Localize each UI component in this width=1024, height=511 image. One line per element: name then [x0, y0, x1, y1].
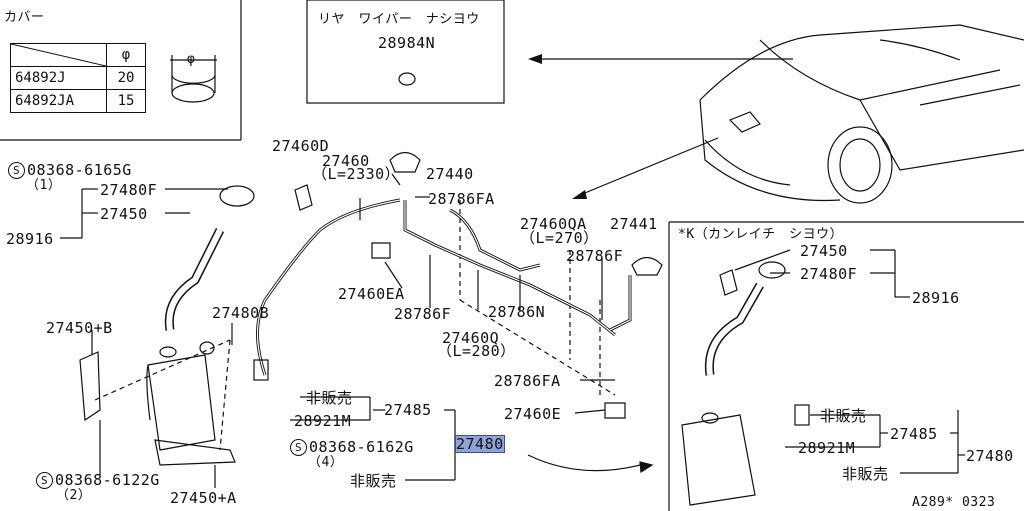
part-28921m: 28921M — [294, 412, 352, 430]
k-part-27480: 27480 — [966, 447, 1014, 465]
k-label-not-for-sale-lower: 非販売 — [842, 465, 889, 483]
part-28916: 28916 — [6, 230, 54, 248]
cover-row-part: 64892J — [10, 66, 107, 90]
cover-table: φ 64892J 20 64892JA 15 — [10, 43, 146, 113]
part-27460ea: 27460EA — [338, 285, 405, 303]
part-27460: 27460 — [322, 152, 370, 170]
part-27450: 27450 — [100, 205, 148, 223]
cover-row-phi: 20 — [106, 66, 146, 90]
part-27460qa: 27460QA — [520, 215, 587, 233]
part-27480-highlighted[interactable]: 27480 — [455, 435, 505, 453]
page-reference: A289* 0323 — [912, 495, 996, 510]
screw-qty-6122g: （2） — [56, 488, 92, 503]
part-27480f: 27480F — [100, 181, 158, 199]
k-part-27485: 27485 — [890, 425, 938, 443]
cover-title: カバー — [4, 10, 45, 25]
part-27460e: 27460E — [504, 405, 562, 423]
cover-phi-header: φ — [106, 43, 146, 67]
k-part-28916: 28916 — [912, 289, 960, 307]
part-27480b: 27480B — [212, 304, 270, 322]
part-27441: 27441 — [610, 215, 658, 233]
rear-wiper-title: リヤ ワイパー ナシヨウ — [318, 12, 480, 27]
cover-row-part: 64892JA — [10, 89, 107, 113]
cover-dim-label: φ — [187, 52, 196, 67]
part-28786n: 28786N — [488, 303, 546, 321]
k-label-not-for-sale: 非販売 — [820, 407, 867, 425]
part-27460d: 27460D — [272, 137, 330, 155]
variant-k-title: *K（カンレイチ シヨウ） — [678, 227, 844, 242]
part-27460-length: （L=2330） — [312, 165, 401, 183]
cover-row-phi: 15 — [106, 89, 146, 113]
k-part-27450: 27450 — [800, 242, 848, 260]
part-27460q-length: （L=280） — [437, 342, 516, 360]
k-part-28921m: 28921M — [798, 439, 856, 457]
screw-qty-6162g: （4） — [308, 455, 344, 470]
rear-wiper-part: 28984N — [378, 34, 436, 52]
part-27450b: 27450+B — [46, 319, 113, 337]
k-part-27480f: 27480F — [800, 265, 858, 283]
part-28786fa-lower: 28786FA — [494, 372, 561, 390]
part-27485: 27485 — [384, 401, 432, 419]
part-27460q: 27460Q — [442, 329, 500, 347]
screw-qty-6165g: （1） — [26, 178, 62, 193]
part-27440: 27440 — [426, 165, 474, 183]
part-27450a: 27450+A — [170, 489, 237, 507]
part-28786fa: 28786FA — [428, 190, 495, 208]
part-28786f-right: 28786F — [566, 247, 624, 265]
part-28786f: 28786F — [394, 305, 452, 323]
label-not-for-sale-lower: 非販売 — [350, 472, 397, 490]
part-27460qa-length: （L=270） — [520, 229, 599, 247]
label-not-for-sale: 非販売 — [306, 389, 353, 407]
